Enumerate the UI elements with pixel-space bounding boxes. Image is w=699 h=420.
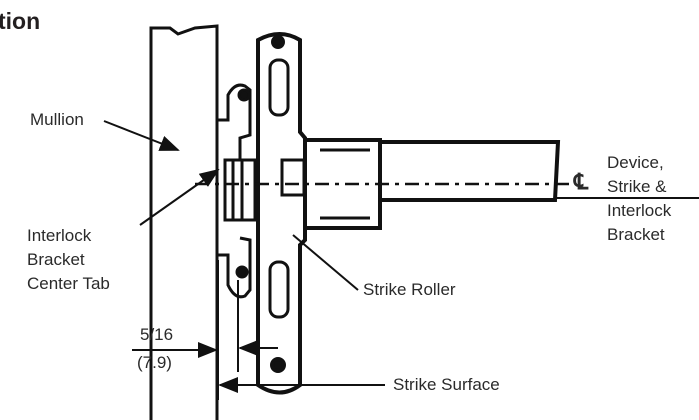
device-label-line3: Interlock <box>607 201 672 220</box>
mullion-shape <box>149 24 219 420</box>
device-label-line1: Device, <box>607 153 664 172</box>
interlock-tab-label-line2: Bracket <box>27 250 85 269</box>
strike-roller-label: Strike Roller <box>363 280 456 299</box>
interlock-bracket <box>218 83 257 299</box>
strike-roller-assembly <box>256 32 307 395</box>
interlock-tab-label-line3: Center Tab <box>27 274 110 293</box>
dimension-lines <box>132 260 385 400</box>
section-heading: tion <box>0 8 41 34</box>
mullion-label: Mullion <box>30 110 84 129</box>
dimension-mm: (7.9) <box>137 353 172 372</box>
dimension-inches: 5/16 <box>140 325 174 344</box>
leader-lines <box>103 120 359 291</box>
interlock-tab-label-line1: Interlock <box>27 226 92 245</box>
device-label-line2: Strike & <box>607 177 667 196</box>
centerline-symbol: ℄ <box>574 169 589 194</box>
strike-surface-label: Strike Surface <box>393 375 500 394</box>
device-label-line4: Bracket <box>607 225 665 244</box>
